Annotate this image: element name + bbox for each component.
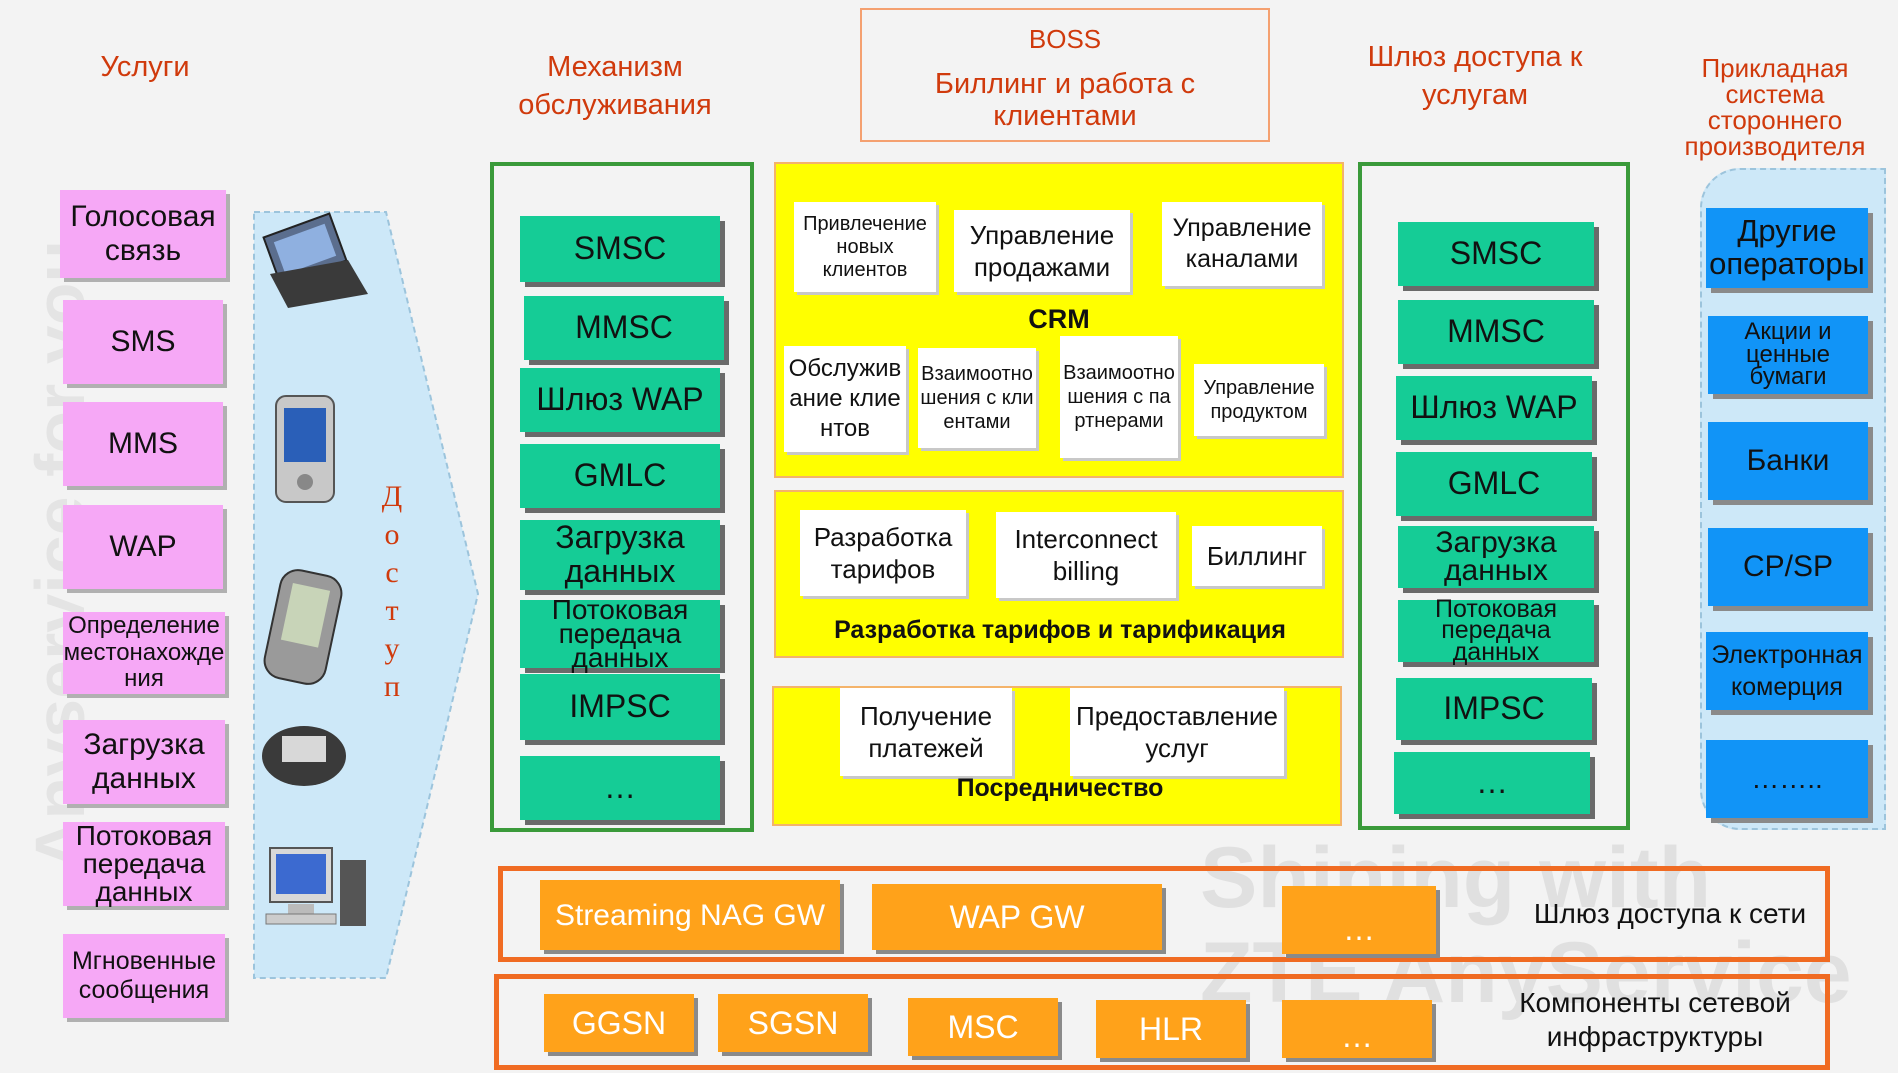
- infrastructure-frame: [494, 974, 1830, 1070]
- gateway-data-download[interactable]: Загрузка данных: [1398, 526, 1594, 588]
- crm-label: CRM: [1028, 304, 1090, 334]
- header-mechanism: Механизм обслуживания: [518, 51, 712, 121]
- infrastructure-hlr[interactable]: HLR: [1096, 1000, 1246, 1058]
- pda-icon: [275, 395, 335, 503]
- access-label: Доступ: [381, 480, 403, 703]
- mediation-payments[interactable]: Получение платежей: [840, 688, 1012, 776]
- network-gateway-wap-gw[interactable]: WAP GW: [872, 884, 1162, 950]
- desktop-icon: [265, 847, 366, 926]
- crm-product-management[interactable]: Управление продуктом: [1194, 364, 1324, 436]
- infrastructure-msc[interactable]: MSC: [908, 998, 1058, 1056]
- gateway-gmlc[interactable]: GMLC: [1396, 452, 1592, 516]
- service-wap[interactable]: WAP: [63, 505, 223, 589]
- mechanism-mmsc[interactable]: MMSC: [524, 296, 724, 360]
- billing-label: Разработка тарифов и тарификация: [834, 616, 1286, 644]
- service-mms[interactable]: MMS: [63, 402, 223, 486]
- service-sms[interactable]: SMS: [63, 300, 223, 384]
- header-gateway: Шлюз доступа к услугам: [1367, 41, 1583, 111]
- third-party-more[interactable]: ……..: [1706, 740, 1868, 818]
- crm-channel-management[interactable]: Управление каналами: [1162, 202, 1322, 286]
- mediation-label: Посредничество: [956, 774, 1164, 802]
- network-gateway-label: Шлюз доступа к сети: [1533, 898, 1807, 930]
- handheld-icon: [263, 569, 343, 685]
- billing-tariff-design[interactable]: Разработка тарифов: [800, 510, 966, 596]
- infrastructure-label: Компоненты сетевой инфраструктуры: [1519, 987, 1791, 1052]
- crm-partner-relations[interactable]: Взаимоотношения с партнерами: [1060, 336, 1178, 458]
- crm-sales-management[interactable]: Управление продажами: [954, 210, 1130, 292]
- infrastructure-sgsn[interactable]: SGSN: [718, 994, 868, 1052]
- billing-interconnect[interactable]: Interconnect billing: [996, 512, 1176, 598]
- network-gateway-streaming-nag[interactable]: Streaming NAG GW: [540, 880, 840, 950]
- network-gateway-more[interactable]: …: [1282, 886, 1436, 954]
- mechanism-gmlc[interactable]: GMLC: [520, 444, 720, 508]
- gateway-impsc[interactable]: IMPSC: [1396, 678, 1592, 740]
- mechanism-streaming[interactable]: Потоковая передача данных: [520, 596, 720, 671]
- mechanism-wap-gateway[interactable]: Шлюз WAP: [520, 368, 720, 432]
- service-location[interactable]: Определение местонахождения: [63, 612, 225, 694]
- billing-billing[interactable]: Биллинг: [1192, 526, 1322, 586]
- service-instant-messaging[interactable]: Мгновенные сообщения: [63, 934, 225, 1018]
- crm-customer-relations[interactable]: Взаимоотношения с клиентами: [918, 348, 1036, 448]
- third-party-ecommerce[interactable]: Электронная комерция: [1706, 632, 1868, 710]
- boss-header-box: BOSS Биллинг и работа с клиентами: [860, 8, 1270, 142]
- mechanism-more[interactable]: …: [520, 756, 720, 820]
- service-voice[interactable]: Голосовая связь: [60, 190, 226, 278]
- third-party-securities[interactable]: Акции и ценные бумаги: [1708, 316, 1868, 394]
- service-data-download[interactable]: Загрузка данных: [63, 720, 225, 804]
- mechanism-frame: [490, 162, 754, 832]
- mechanism-impsc[interactable]: IMPSC: [520, 674, 720, 740]
- third-party-other-operators[interactable]: Другие операторы: [1706, 208, 1868, 288]
- header-third-party: Прикладная система стороннего производит…: [1684, 53, 1866, 161]
- mechanism-smsc[interactable]: SMSC: [520, 216, 720, 282]
- gateway-wap-gateway[interactable]: Шлюз WAP: [1396, 376, 1592, 440]
- gateway-smsc[interactable]: SMSC: [1398, 222, 1594, 286]
- access-arrow: [253, 211, 480, 979]
- service-streaming[interactable]: Потоковая передача данных: [63, 822, 225, 906]
- infrastructure-ggsn[interactable]: GGSN: [544, 994, 694, 1052]
- gateway-streaming[interactable]: Потоковая передача данных: [1398, 597, 1594, 664]
- crm-customer-service[interactable]: Обслуживание клиентов: [784, 346, 906, 452]
- boss-subtitle: Биллинг и работа с клиентами: [934, 68, 1196, 132]
- crm-customer-acquisition[interactable]: Привлечение новых клиентов: [794, 202, 936, 292]
- network-gateway-frame: [498, 866, 1830, 962]
- gateway-mmsc[interactable]: MMSC: [1398, 300, 1594, 364]
- infrastructure-more[interactable]: …: [1282, 1000, 1432, 1058]
- third-party-banks[interactable]: Банки: [1708, 422, 1868, 500]
- third-party-cp-sp[interactable]: CP/SP: [1708, 528, 1868, 606]
- gateway-frame: [1358, 162, 1630, 830]
- gateway-more[interactable]: …: [1394, 752, 1590, 814]
- laptop-icon: [262, 212, 368, 308]
- mediation-service-provisioning[interactable]: Предоставление услуг: [1070, 688, 1284, 776]
- header-services: Услуги: [100, 51, 190, 83]
- boss-title: BOSS: [1028, 24, 1102, 54]
- mechanism-data-download[interactable]: Загрузка данных: [520, 520, 720, 590]
- phone-icon: [262, 726, 346, 786]
